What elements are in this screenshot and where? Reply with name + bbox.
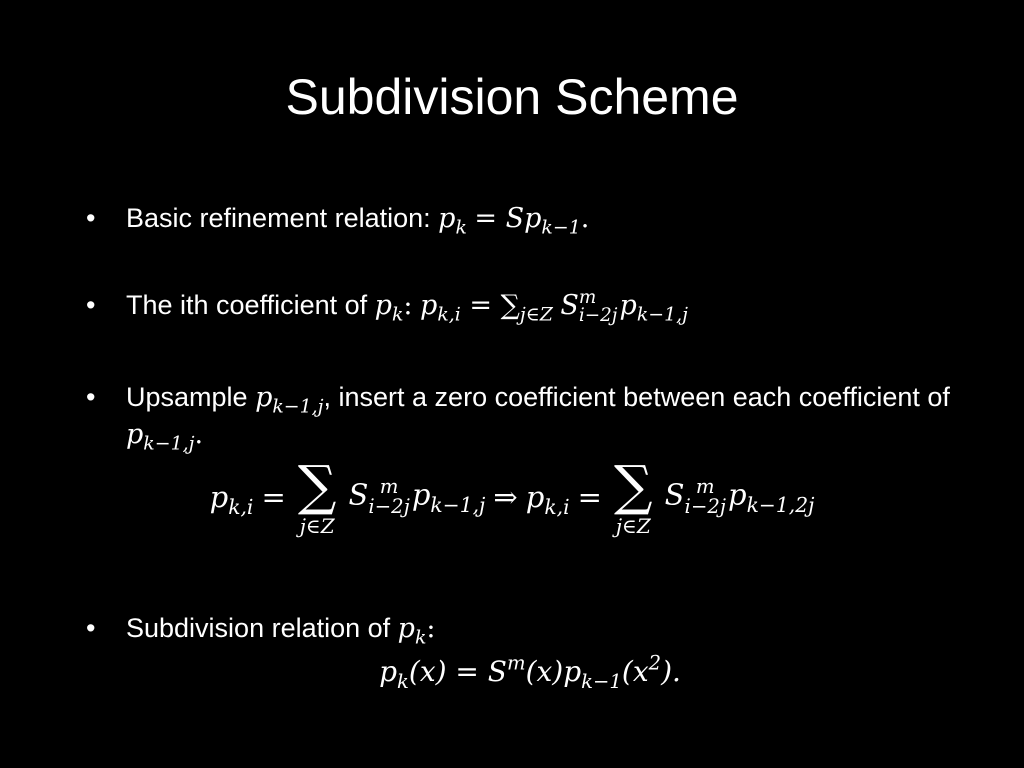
bullet-text: , insert a zero coefficient between each… [323,382,950,412]
math-superscript: 2 [648,651,662,675]
bullet-dot: • [86,613,96,643]
bullet-text: The ith coefficient of [126,290,375,320]
math-subscript: i−2j [578,304,618,326]
bullet-dot: • [86,382,96,412]
math-equals: = [261,480,286,514]
sum-operator: ∑j∈Z [614,454,653,538]
math-period: . [580,203,590,234]
math-p: p [126,419,144,450]
math-expression: (x)p [525,655,582,688]
math-superscript: m [695,475,715,499]
math-rhs: = Sp [474,203,542,234]
sum-limit: j∈Z [299,514,335,538]
math-subscript: k−1,j [272,395,324,418]
math-subscript: k [455,216,467,239]
math-expression: (x) = S [408,655,507,688]
math-subscript: k−1,j [430,493,486,518]
math-subscript: k,i [228,495,254,520]
math-p: p [255,382,273,413]
math-colon: : [403,290,413,321]
math-subscript: k,i [544,495,570,520]
math-p: p [411,478,431,512]
math-subscript: k−1,j [143,432,195,455]
math-S: S [664,478,685,512]
math-subscript: k [397,669,409,693]
sum-operator: ∑j∈Z [297,454,337,538]
sigma-symbol: ∑ [297,454,337,517]
math-subscript: k [414,626,427,649]
slide-title: Subdivision Scheme [285,69,739,125]
math-period: . [194,419,204,450]
math-superscript: m [578,286,597,308]
math-p: p [209,480,229,514]
math-subscript: k [391,303,404,326]
math-superscript: m [379,475,399,499]
math-p: p [379,655,398,688]
sum-limit: j∈Z [615,514,651,538]
bullet-text: Subdivision relation of [126,613,398,643]
math-p: p [525,480,545,514]
final-equation: pk(x) = Sm(x)pk−1(x2). [0,653,1024,691]
sigma-symbol: ∑ [614,454,653,517]
math-expression: ). [661,655,681,688]
math-subscript: k−1 [581,669,622,693]
math-subscript: i−2j [368,495,410,518]
math-p: p [420,290,438,321]
math-superscript: m [506,651,526,675]
math-subscript: k−1,j [636,303,688,326]
bullet-text: Upsample [126,382,256,412]
math-sum-subscript: j∈Z [519,303,553,326]
math-equals-sum: = ∑ [460,290,520,321]
bullet-text: Basic refinement relation: [126,203,439,233]
math-S: S [560,290,579,321]
math-equals: = [577,480,602,514]
math-colon: : [426,613,436,644]
math-subscript: k−1,2j [746,493,815,518]
math-expression: (x [621,655,649,688]
math-p: p [619,290,637,321]
math-S: S [348,478,369,512]
math-p: p [727,478,747,512]
math-subscript: i−2j [684,495,726,518]
math-subscript: k,i [437,303,461,326]
bullet-dot: • [86,290,96,320]
bullet-dot: • [86,203,96,233]
implies-symbol: ⇒ [493,480,518,514]
math-p: p [374,290,392,321]
math-p: p [397,613,415,644]
math-p: p [438,203,456,234]
math-subscript: k−1 [541,216,581,239]
